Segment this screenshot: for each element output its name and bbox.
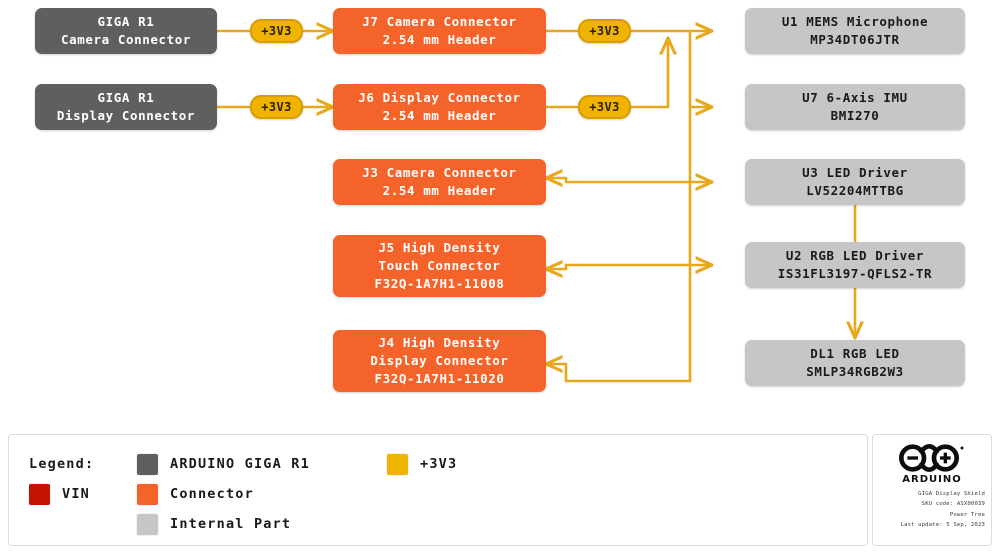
node-line-1: J5 High Density [378,240,501,256]
legend-item-3v3: +3V3 [387,453,627,475]
node-line-2: LV52204MTTBG [806,183,904,198]
node-line-1: J3 Camera Connector [362,165,517,181]
meta-last-update: Last update: 5 Sep, 2023 [900,522,985,529]
node-line-3: F32Q-1A7H1-11008 [374,275,505,291]
legend-grid: Legend: ARDUINO GIGA R1 +3V3 VIN Connect… [29,449,627,539]
node-giga-camera-connector[interactable]: GIGA R1 Camera Connector [35,8,217,54]
node-line-1: U3 LED Driver [802,165,908,181]
node-line-2: Display Connector [370,353,509,369]
legend-item-connector: Connector [137,483,387,505]
node-line-1: GIGA R1 [97,14,155,30]
rail-badge-3v3-camera[interactable]: +3V3 [250,19,303,43]
node-connector-j3[interactable]: J3 Camera Connector 2.54 mm Header [333,159,546,205]
node-line-2: Touch Connector [378,258,501,274]
legend-swatch-internal [137,513,158,535]
node-line-2: MP34DT06JTR [810,32,900,47]
arduino-infinity-icon: ARDUINO [899,444,964,485]
node-line-1: U7 6-Axis IMU [802,90,908,106]
meta-document-type: Power Tree [949,511,985,518]
svg-text:ARDUINO: ARDUINO [902,474,961,485]
rail-badge-3v3-j6-out[interactable]: +3V3 [578,95,631,119]
node-line-1: DL1 RGB LED [810,346,900,362]
legend-label: ARDUINO GIGA R1 [170,456,310,472]
node-connector-j4[interactable]: J4 High Density Display Connector F32Q-1… [333,330,546,392]
node-part-u2-rgb-led-driver[interactable]: U2 RGB LED Driver IS31FL3197-QFLS2-TR [745,242,965,288]
node-line-2: Camera Connector [60,32,191,47]
node-connector-j6[interactable]: J6 Display Connector 2.54 mm Header [333,84,546,130]
node-part-u1-mems-microphone[interactable]: U1 MEMS Microphone MP34DT06JTR [745,8,965,54]
node-part-u7-imu[interactable]: U7 6-Axis IMU BMI270 [745,84,965,130]
node-line-3: F32Q-1A7H1-11020 [374,370,505,386]
node-line-1: GIGA R1 [97,90,155,106]
node-line-2: BMI270 [830,108,880,123]
legend-panel: Legend: ARDUINO GIGA R1 +3V3 VIN Connect… [8,434,868,546]
brand-panel: ARDUINO GIGA Display Shield SKU code: AS… [872,434,992,546]
legend-label: +3V3 [420,456,458,472]
node-line-1: J6 Display Connector [358,90,521,106]
node-part-u3-led-driver[interactable]: U3 LED Driver LV52204MTTBG [745,159,965,205]
legend-label: VIN [62,486,90,502]
node-line-2: Display Connector [56,108,196,123]
legend-label: Connector [170,486,254,502]
legend-swatch-vin [29,483,50,505]
meta-sku: SKU code: ASX00039 [921,501,985,508]
node-line-1: J7 Camera Connector [362,14,517,30]
node-line-1: J4 High Density [378,335,501,351]
node-line-2: 2.54 mm Header [382,108,497,123]
legend-swatch-giga [137,453,158,475]
node-line-2: 2.54 mm Header [382,183,497,198]
meta-product: GIGA Display Shield [918,491,985,497]
arduino-logo: ARDUINO [892,443,972,485]
node-line-2: IS31FL3197-QFLS2-TR [777,266,933,281]
legend-swatch-connector [137,483,158,505]
node-giga-display-connector[interactable]: GIGA R1 Display Connector [35,84,217,130]
legend-label: Internal Part [170,516,292,532]
rail-badge-3v3-j7-out[interactable]: +3V3 [578,19,631,43]
node-line-2: 2.54 mm Header [382,32,497,47]
legend-swatch-3v3 [387,453,408,475]
node-line-2: SMLP34RGB2W3 [806,364,904,379]
legend-item-internal-part: Internal Part [137,513,387,535]
node-part-dl1-rgb-led[interactable]: DL1 RGB LED SMLP34RGB2W3 [745,340,965,386]
node-line-1: U2 RGB LED Driver [785,248,925,264]
node-line-1: U1 MEMS Microphone [781,14,929,30]
legend-title: Legend: [29,456,95,472]
power-tree-diagram: GIGA R1 Camera Connector GIGA R1 Display… [35,8,965,392]
brand-metadata: GIGA Display Shield SKU code: ASX00039 P… [877,489,985,530]
node-connector-j5[interactable]: J5 High Density Touch Connector F32Q-1A7… [333,235,546,297]
legend-item-arduino-giga-r1: ARDUINO GIGA R1 [137,453,387,475]
node-connector-j7[interactable]: J7 Camera Connector 2.54 mm Header [333,8,546,54]
legend-item-vin: VIN [29,483,137,505]
rail-badge-3v3-display[interactable]: +3V3 [250,95,303,119]
